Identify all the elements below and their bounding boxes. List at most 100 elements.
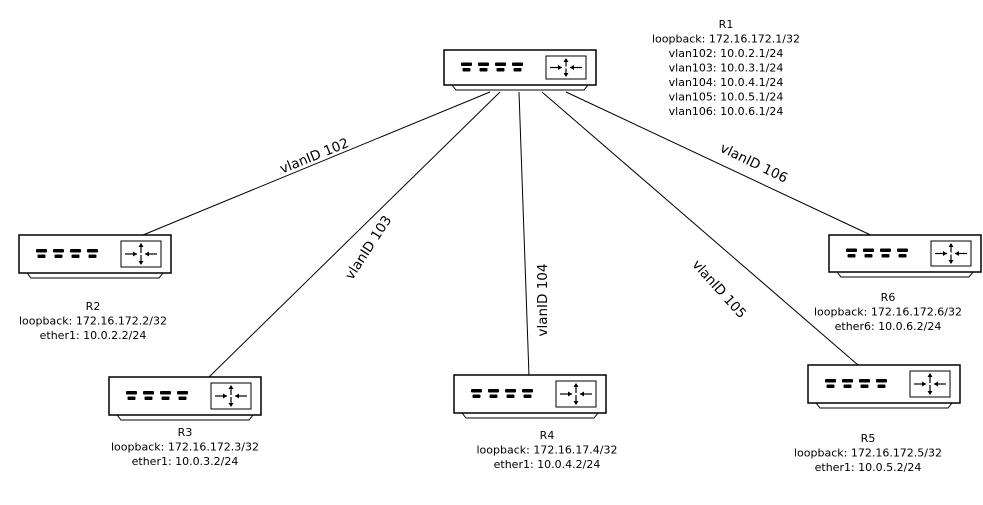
interface-address: loopback: 172.16.172.6/32 — [814, 306, 962, 319]
port-icon — [495, 62, 506, 66]
router-r5[interactable] — [807, 364, 961, 409]
interface-address: vlan104: 10.0.4.1/24 — [669, 76, 784, 89]
link-r1-r5: vlanID 105 — [541, 91, 859, 366]
router-icon — [545, 55, 587, 80]
router-icon — [930, 240, 972, 267]
interface-address: vlan106: 10.0.6.1/24 — [669, 105, 784, 118]
port-icon — [144, 396, 153, 400]
router-icon — [210, 382, 252, 410]
interface-address: ether1: 10.0.5.2/24 — [815, 461, 922, 474]
ethernet-ports-icon — [126, 391, 188, 400]
port-icon — [143, 391, 154, 395]
port-icon — [178, 396, 187, 400]
port-icon — [846, 248, 857, 252]
interface-address: loopback: 172.16.17.4/32 — [476, 444, 617, 457]
router-name: R1 — [719, 18, 734, 31]
link-r1-r4: vlanID 104 — [518, 91, 551, 377]
port-icon — [842, 379, 853, 383]
router-name: R2 — [86, 300, 101, 313]
port-icon — [71, 254, 80, 258]
link-line — [207, 91, 501, 379]
port-icon — [843, 384, 852, 388]
port-icon — [898, 254, 907, 258]
interface-address: loopback: 172.16.172.1/32 — [652, 33, 800, 46]
router-r4[interactable] — [453, 374, 607, 419]
vlan-label: vlanID 102 — [278, 135, 352, 177]
router-r3[interactable] — [108, 376, 262, 421]
router-icon — [909, 370, 951, 398]
router-r2[interactable] — [18, 234, 172, 279]
link-line — [142, 91, 491, 236]
link-r1-r2: vlanID 102 — [142, 91, 491, 236]
interface-address: ether1: 10.0.4.2/24 — [494, 458, 601, 471]
port-icon — [826, 384, 835, 388]
port-icon — [53, 249, 64, 253]
router-r1[interactable] — [443, 49, 597, 91]
port-icon — [523, 394, 532, 398]
port-icon — [36, 249, 47, 253]
port-icon — [522, 389, 533, 393]
port-icon — [471, 389, 482, 393]
router-name: R4 — [540, 429, 555, 442]
port-icon — [87, 249, 98, 253]
link-r1-r3: vlanID 103 — [207, 91, 501, 379]
port-icon — [37, 254, 46, 258]
router-name: R5 — [861, 432, 876, 445]
router-r6[interactable] — [828, 234, 982, 278]
port-icon — [881, 254, 890, 258]
port-icon — [127, 396, 136, 400]
link-line — [518, 91, 530, 377]
port-icon — [496, 68, 505, 72]
router-name: R3 — [178, 426, 193, 439]
interface-address: vlan102: 10.0.2.1/24 — [669, 47, 784, 60]
port-icon — [489, 394, 498, 398]
port-icon — [70, 249, 81, 253]
port-icon — [877, 384, 886, 388]
port-icon — [177, 391, 188, 395]
port-icon — [54, 254, 63, 258]
port-icon — [462, 68, 471, 72]
port-icon — [479, 68, 488, 72]
ethernet-ports-icon — [36, 249, 98, 258]
port-icon — [478, 62, 489, 66]
link-line — [565, 91, 878, 239]
port-icon — [512, 62, 523, 66]
port-icon — [863, 248, 874, 252]
port-icon — [472, 394, 481, 398]
interface-address: vlan105: 10.0.5.1/24 — [669, 91, 784, 104]
router-icon — [555, 380, 597, 408]
port-icon — [847, 254, 856, 258]
router-name: R6 — [881, 291, 896, 304]
port-icon — [505, 389, 516, 393]
vlan-label: vlanID 104 — [535, 263, 551, 336]
port-icon — [161, 396, 170, 400]
port-icon — [488, 389, 499, 393]
routers-layer — [18, 49, 982, 421]
ethernet-ports-icon — [825, 379, 887, 388]
interface-address: ether6: 10.0.6.2/24 — [835, 320, 942, 333]
port-icon — [859, 379, 870, 383]
interface-address: ether1: 10.0.2.2/24 — [40, 329, 147, 342]
port-icon — [897, 248, 908, 252]
port-icon — [513, 68, 522, 72]
port-icon — [825, 379, 836, 383]
vlan-label: vlanID 103 — [342, 213, 395, 283]
port-icon — [126, 391, 137, 395]
interface-address: ether1: 10.0.3.2/24 — [132, 455, 239, 468]
port-icon — [160, 391, 171, 395]
port-icon — [876, 379, 887, 383]
port-icon — [461, 62, 472, 66]
ethernet-ports-icon — [461, 62, 523, 72]
port-icon — [860, 384, 869, 388]
ethernet-ports-icon — [846, 248, 908, 258]
vlan-label: vlanID 105 — [689, 257, 750, 322]
links-layer: vlanID 102 vlanID 103 vlanID 104 vlanID 105… — [142, 91, 878, 379]
port-icon — [864, 254, 873, 258]
